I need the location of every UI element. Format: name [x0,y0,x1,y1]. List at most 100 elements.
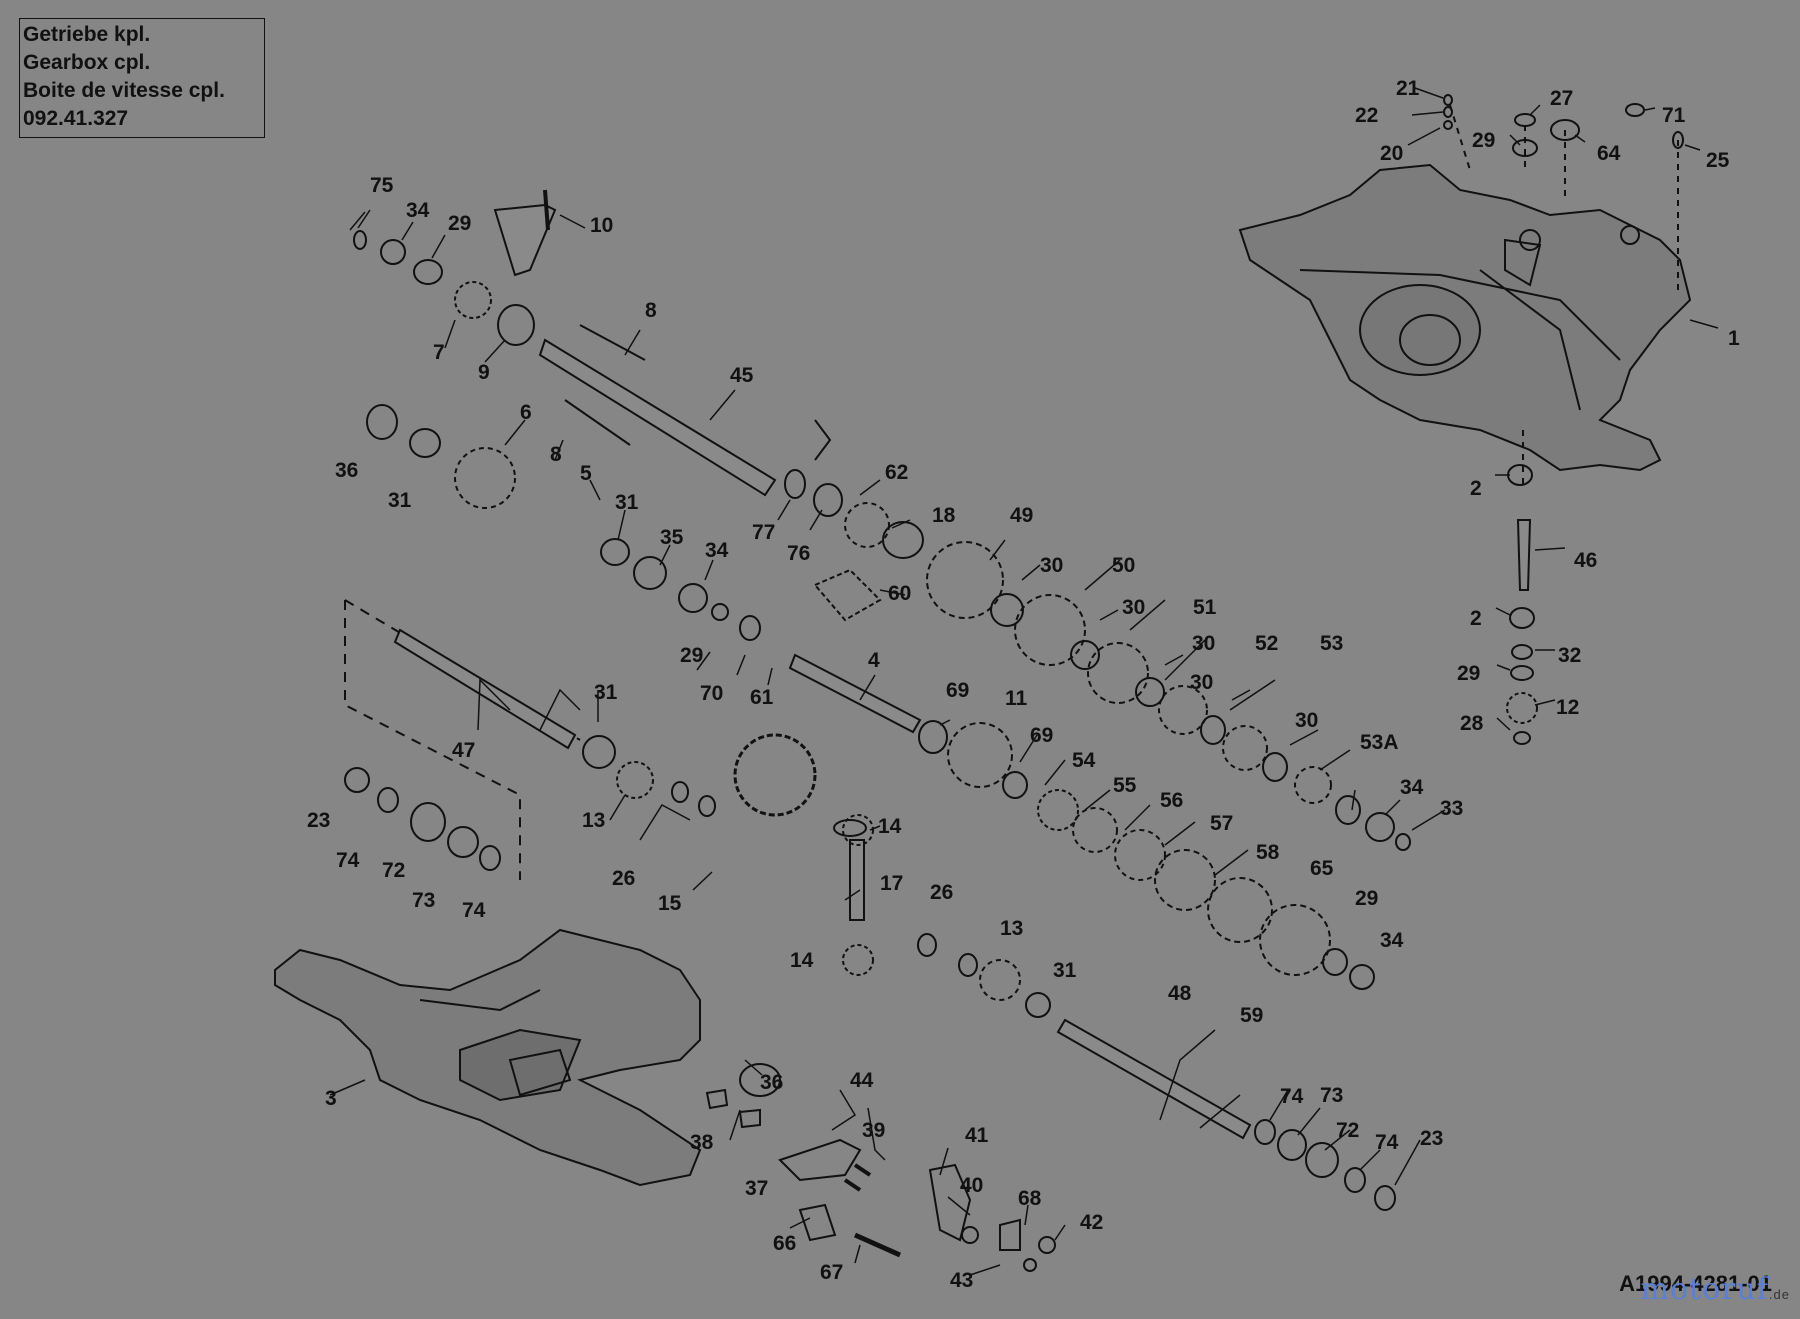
part-label: 41 [965,1124,989,1147]
part-label: 57 [1210,812,1234,835]
part-label: 64 [1597,142,1621,165]
washers [344,94,1684,1272]
title-line-fr: Boite de vitesse cpl. [23,79,225,102]
part-label: 58 [1256,841,1280,864]
part-label: 74 [1375,1131,1399,1154]
part-label: 56 [1160,789,1184,812]
part-label: 51 [1193,596,1217,619]
part-label: 23 [307,809,331,832]
part-label: 10 [590,214,614,237]
watermark-logo: motoruf.de [1641,1272,1790,1307]
part-label: 17 [880,872,904,895]
dashed-group-47 [344,599,581,880]
part-label: 30 [1295,709,1319,732]
part-label: 38 [690,1131,714,1154]
part-label: 3 [325,1087,337,1110]
shafts [393,338,1532,1258]
part-label: 50 [1112,554,1136,577]
part-label: 15 [658,892,682,915]
part-label: 65 [1310,857,1334,880]
part-label: 62 [885,461,909,484]
part-label: 29 [448,212,472,235]
part-label: 29 [680,644,704,667]
dashed-leaders-housing [1449,104,1679,490]
title-line-en: Gearbox cpl. [23,51,151,74]
part-label: 34 [705,539,729,562]
part-number: 092.41.327 [23,107,129,130]
part-label: 30 [1192,632,1216,655]
part-label: 13 [1000,917,1024,940]
title-block: Getriebe kpl. Gearbox cpl. Boite de vite… [19,18,265,138]
part-label: 54 [1072,749,1096,772]
part-label: 42 [1080,1211,1104,1234]
part-label: 2 [1470,477,1482,500]
part-label: 28 [1460,712,1484,735]
part-label: 8 [645,299,657,322]
part-label: 68 [1018,1187,1042,1210]
part-label: 72 [1336,1119,1360,1142]
part-label: 49 [1010,504,1034,527]
part-label: 31 [388,489,412,512]
part-label: 11 [1005,687,1028,710]
part-label: 31 [594,681,618,704]
part-label: 47 [452,739,476,762]
part-label: 67 [820,1261,844,1284]
part-label: 34 [1400,776,1424,799]
part-label: 2 [1470,607,1482,630]
part-label: 52 [1255,632,1279,655]
part-label: 27 [1550,87,1574,110]
part-label: 74 [462,899,486,922]
part-label: 1 [1728,327,1740,350]
part-label: 30 [1040,554,1064,577]
part-label: 77 [752,521,776,544]
watermark-tld: .de [1768,1287,1790,1302]
part-label: 48 [1168,982,1192,1005]
part-label: 29 [1457,662,1481,685]
part-label: 34 [406,199,430,222]
leader-lines [329,87,1719,1276]
part-label: 55 [1113,774,1137,797]
part-label: 53 [1320,632,1344,655]
part-label: 18 [932,504,956,527]
part-label: 43 [950,1269,974,1292]
watermark-main: motoruf [1640,1272,1769,1307]
part-label: 37 [745,1177,769,1200]
linkage-parts [493,189,1021,1251]
part-label: 45 [730,364,754,387]
part-label: 30 [1122,596,1146,619]
part-label: 33 [1440,797,1464,820]
part-label: 7 [433,341,445,364]
part-label: 32 [1558,644,1582,667]
part-label: 59 [1240,1004,1264,1027]
part-label: 6 [520,401,532,424]
part-label: 21 [1396,77,1420,100]
part-label: 73 [412,889,436,912]
part-label: 9 [478,361,490,384]
part-label: 60 [888,582,912,605]
part-label: 61 [750,686,774,709]
part-label: 5 [580,462,592,485]
part-label: 69 [1030,724,1054,747]
part-label: 26 [930,881,954,904]
part-label: 74 [1280,1085,1304,1108]
part-label: 74 [336,849,360,872]
title-line-de: Getriebe kpl. [23,23,151,46]
gears [454,281,1538,1001]
part-label: 36 [335,459,359,482]
part-label: 20 [1380,142,1404,165]
part-label: 36 [760,1071,784,1094]
part-label: 72 [382,859,406,882]
part-label: 30 [1190,671,1214,694]
part-label: 25 [1706,149,1730,172]
part-label: 34 [1380,929,1404,952]
lower-housing [274,928,702,1187]
part-label: 22 [1355,104,1379,127]
part-label: 12 [1556,696,1580,719]
part-label: 26 [612,867,636,890]
drawing-id: A1994-4281-01 [1619,1271,1772,1296]
part-label: 31 [615,491,639,514]
part-label: 35 [660,526,684,549]
part-label: 69 [946,679,970,702]
part-label: 14 [790,949,814,972]
